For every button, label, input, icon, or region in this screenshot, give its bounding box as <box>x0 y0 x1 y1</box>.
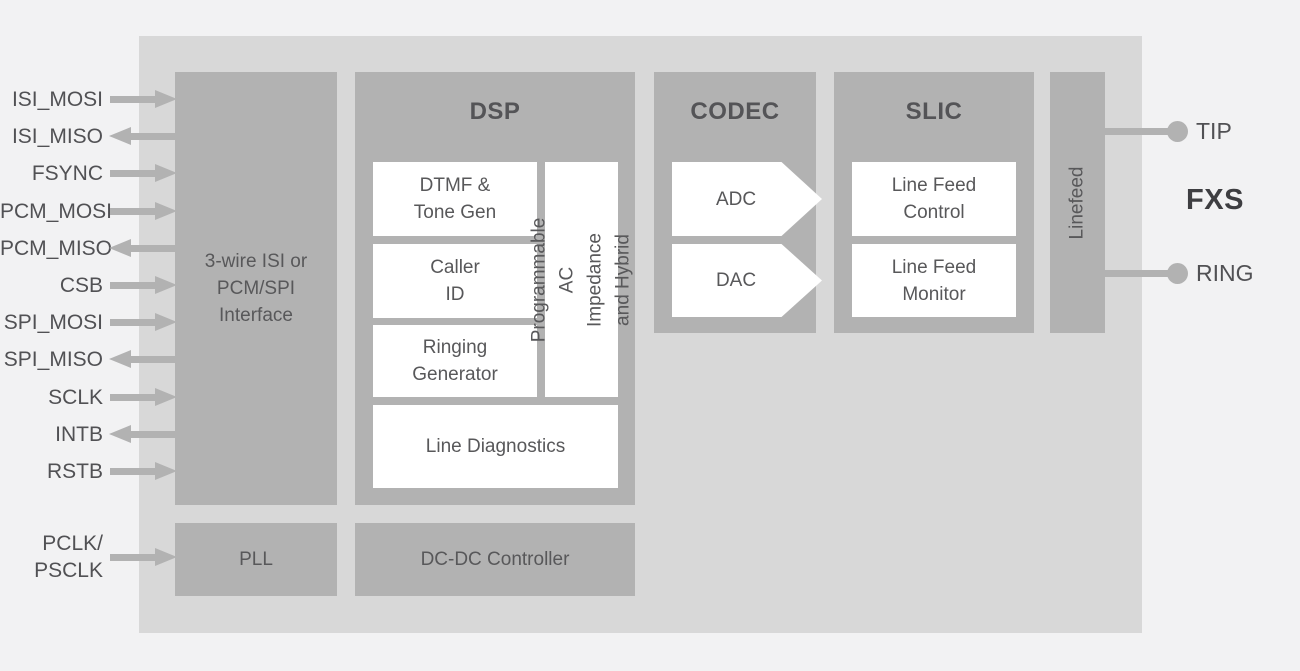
dtmf-tone-gen-box: DTMF & Tone Gen <box>373 162 537 236</box>
codec-title: CODEC <box>690 98 780 125</box>
signal-arrowhead-sclk <box>155 388 177 406</box>
programmable-ac-impedance-label: Programmable AC Impedance and Hybrid <box>528 217 634 342</box>
signal-label-intb: INTB <box>55 423 103 446</box>
pll-block: PLL <box>175 523 337 596</box>
signal-arrow-pcm-miso <box>131 245 177 252</box>
signal-arrowhead-pclk-psclk <box>155 548 177 566</box>
line-feed-control-box: Line Feed Control <box>852 162 1016 236</box>
signal-arrowhead-fsync <box>155 164 177 182</box>
tip-terminal-dot <box>1167 121 1188 142</box>
signal-arrowhead-intb <box>109 425 131 443</box>
signal-label-spi-miso: SPI_MISO <box>3 348 103 371</box>
line-feed-monitor-box: Line Feed Monitor <box>852 244 1016 317</box>
tip-label: TIP <box>1196 118 1232 144</box>
signal-label-pcm-mosi: PCM_MOSI <box>0 200 113 223</box>
signal-arrowhead-spi-mosi <box>155 313 177 331</box>
line-diagnostics-box: Line Diagnostics <box>373 405 618 488</box>
signal-arrow-pclk-psclk <box>110 554 156 561</box>
signal-label-isi-miso: ISI_MISO <box>11 125 103 148</box>
signal-arrowhead-isi-mosi <box>155 90 177 108</box>
tip-line <box>1105 128 1170 135</box>
signal-label-pcm-miso: PCM_MISO <box>0 237 113 260</box>
signal-arrow-intb <box>131 431 177 438</box>
ring-line <box>1105 270 1170 277</box>
signal-arrow-csb <box>110 282 156 289</box>
signal-arrowhead-spi-miso <box>109 350 131 368</box>
dsp-title: DSP <box>469 98 521 125</box>
signal-arrowhead-csb <box>155 276 177 294</box>
signal-arrow-isi-mosi <box>110 96 156 103</box>
signal-arrow-pcm-mosi <box>110 208 156 215</box>
signal-arrow-fsync <box>110 170 156 177</box>
signal-arrowhead-rstb <box>155 462 177 480</box>
signal-arrowhead-isi-miso <box>109 127 131 145</box>
signal-arrow-spi-mosi <box>110 319 156 326</box>
signal-arrowhead-pcm-mosi <box>155 202 177 220</box>
signal-arrow-rstb <box>110 468 156 475</box>
signal-arrow-sclk <box>110 394 156 401</box>
linefeed-label: Linefeed <box>1066 166 1088 239</box>
signal-label-isi-mosi: ISI_MOSI <box>11 88 103 111</box>
slic-title: SLIC <box>905 98 963 125</box>
signal-label-pclk-psclk: PCLK/ PSCLK <box>34 532 103 582</box>
interface-block-label: 3-wire ISI or PCM/SPI Interface <box>204 251 308 326</box>
linefeed-block: Linefeed <box>1050 72 1105 333</box>
ring-label: RING <box>1196 260 1254 286</box>
signal-arrow-isi-miso <box>131 133 177 140</box>
signal-arrowhead-pcm-miso <box>109 239 131 257</box>
signal-label-spi-mosi: SPI_MOSI <box>3 311 103 334</box>
ring-terminal-dot <box>1167 263 1188 284</box>
ringing-generator-box: Ringing Generator <box>373 325 537 397</box>
fxs-port-label: FXS <box>1186 184 1244 216</box>
dcdc-controller-label: DC-DC Controller <box>420 549 570 570</box>
programmable-ac-impedance-box: Programmable AC Impedance and Hybrid <box>529 162 634 397</box>
pll-label: PLL <box>239 549 273 570</box>
signal-label-fsync: FSYNC <box>31 162 103 185</box>
signal-label-rstb: RSTB <box>46 460 103 483</box>
signal-label-sclk: SCLK <box>48 386 103 409</box>
dcdc-controller-block: DC-DC Controller <box>355 523 635 596</box>
signal-arrow-spi-miso <box>131 356 177 363</box>
caller-id-box: Caller ID <box>373 244 537 318</box>
signal-label-csb: CSB <box>59 274 103 297</box>
interface-block: 3-wire ISI or PCM/SPI Interface <box>175 72 337 505</box>
